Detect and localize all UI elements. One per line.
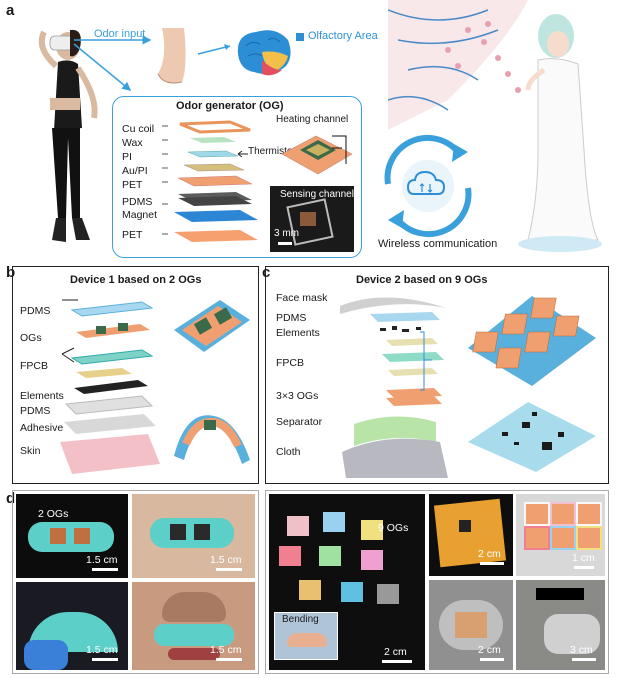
b-label-elements: Elements bbox=[20, 390, 64, 402]
og-heating-render bbox=[281, 135, 353, 175]
layer-label-cu-coil: Cu coil bbox=[122, 123, 155, 135]
c-label-face-mask: Face mask bbox=[276, 292, 328, 304]
d-scale-bar-2 bbox=[216, 568, 242, 571]
layer-label-au-pi: Au/PI bbox=[122, 165, 148, 177]
d-og-count-label: 2 OGs bbox=[38, 508, 69, 520]
brain-illustration bbox=[237, 30, 291, 76]
sensing-channel-photo bbox=[270, 186, 354, 252]
e-scale-bar-1 bbox=[382, 660, 412, 663]
c-label-3x3-ogs: 3×3 OGs bbox=[276, 390, 319, 402]
c-label-elements: Elements bbox=[276, 327, 320, 339]
e-og-count-label: 9 OGs bbox=[378, 522, 409, 534]
panel-b-title: Device 1 based on 2 OGs bbox=[70, 274, 202, 286]
olfactory-area-label: Olfactory Area bbox=[308, 30, 378, 42]
d-scale-label-2: 1.5 cm bbox=[210, 554, 242, 566]
d-scale-label-4: 1.5 cm bbox=[210, 644, 242, 656]
photo-e4-mask-inside bbox=[429, 580, 513, 670]
scale-3mm-label: 3 mm bbox=[274, 228, 299, 239]
og-title: Odor generator (OG) bbox=[176, 100, 284, 112]
b-label-fpcb: FPCB bbox=[20, 360, 49, 372]
photo-d3-device-bent bbox=[16, 582, 128, 670]
e-scale-label-2: 2 cm bbox=[478, 548, 501, 560]
panel-e-box bbox=[265, 490, 609, 674]
layer-label-wax: Wax bbox=[122, 137, 143, 149]
layer-label-pet-top: PET bbox=[122, 179, 143, 191]
e-scale-bar-2 bbox=[480, 562, 504, 565]
panel-letter-c: c bbox=[262, 264, 271, 281]
c-label-separator: Separator bbox=[276, 416, 323, 428]
olfactory-legend-swatch bbox=[296, 33, 304, 41]
odor-arrows bbox=[73, 35, 152, 91]
thermistor-arrow bbox=[237, 150, 248, 158]
layer-label-pi: PI bbox=[122, 151, 132, 163]
panel-letter-a: a bbox=[6, 2, 15, 19]
d-scale-label-1: 1.5 cm bbox=[86, 554, 118, 566]
photo-e3-og-array bbox=[516, 494, 605, 576]
device2-og-array-render bbox=[468, 296, 596, 386]
b-label-pdms-bottom: PDMS bbox=[20, 405, 51, 417]
e-scale-label-1: 2 cm bbox=[384, 646, 407, 658]
b-label-skin: Skin bbox=[20, 445, 41, 457]
odor-input-label: Odor input bbox=[94, 28, 146, 40]
e-scale-bar-4 bbox=[480, 658, 504, 661]
b-label-ogs: OGs bbox=[20, 332, 42, 344]
c-label-cloth: Cloth bbox=[276, 446, 301, 458]
panel-d-box bbox=[12, 490, 259, 674]
e-scale-label-4: 2 cm bbox=[478, 644, 501, 656]
e-scale-label-5: 3 cm bbox=[570, 644, 593, 656]
panel-b-box bbox=[12, 266, 259, 484]
photo-d4-device-under-nose bbox=[132, 582, 255, 670]
panel-letter-d: d bbox=[6, 490, 16, 507]
scale-bar-3mm bbox=[278, 242, 292, 245]
bending-label: Bending bbox=[282, 614, 319, 625]
e-scale-label-3: 1 cm bbox=[572, 552, 595, 564]
photo-e5-mask-worn bbox=[516, 580, 605, 670]
device1-exploded-stack bbox=[60, 299, 160, 474]
device2-exploded-stack bbox=[340, 297, 448, 478]
face-censor-bar bbox=[536, 588, 584, 600]
woman-vr-illustration bbox=[38, 29, 98, 242]
character-scene-illustration bbox=[388, 0, 602, 252]
thermistor-label: Thermistor bbox=[248, 146, 296, 157]
bending-inset-photo bbox=[274, 612, 338, 660]
og-exploded-stack bbox=[162, 120, 258, 242]
nose-to-brain-arrow bbox=[197, 44, 231, 55]
b-label-pdms-top: PDMS bbox=[20, 305, 51, 317]
e-scale-bar-3 bbox=[574, 566, 594, 569]
wireless-communication-ring bbox=[384, 134, 472, 238]
d-scale-bar-3 bbox=[92, 658, 118, 661]
nose-illustration bbox=[157, 28, 186, 84]
panel-c-title: Device 2 based on 9 OGs bbox=[356, 274, 488, 286]
d-scale-bar-1 bbox=[92, 568, 118, 571]
b-label-adhesive: Adhesive bbox=[20, 422, 64, 434]
d-scale-bar-4 bbox=[216, 658, 242, 661]
photo-d1-device-dark bbox=[16, 494, 128, 578]
device1-assembled-render bbox=[174, 300, 250, 352]
wireless-communication-label: Wireless communication bbox=[378, 238, 498, 250]
device2-pcb-render bbox=[468, 402, 596, 472]
device1-bent-render bbox=[174, 415, 250, 464]
layer-label-magnet: Magnet bbox=[122, 209, 158, 221]
heating-channel-label: Heating channel bbox=[276, 114, 349, 125]
sensing-channel-label: Sensing channel bbox=[280, 189, 354, 200]
photo-d2-device-on-skin bbox=[132, 494, 255, 578]
panel-c-box bbox=[265, 266, 609, 484]
panel-letter-b: b bbox=[6, 264, 16, 281]
c-label-pdms: PDMS bbox=[276, 312, 307, 324]
d-scale-label-3: 1.5 cm bbox=[86, 644, 118, 656]
layer-label-pdms: PDMS bbox=[122, 196, 153, 208]
e-scale-bar-5 bbox=[572, 658, 596, 661]
layer-label-pet-bottom: PET bbox=[122, 229, 143, 241]
c-label-fpcb: FPCB bbox=[276, 357, 305, 369]
